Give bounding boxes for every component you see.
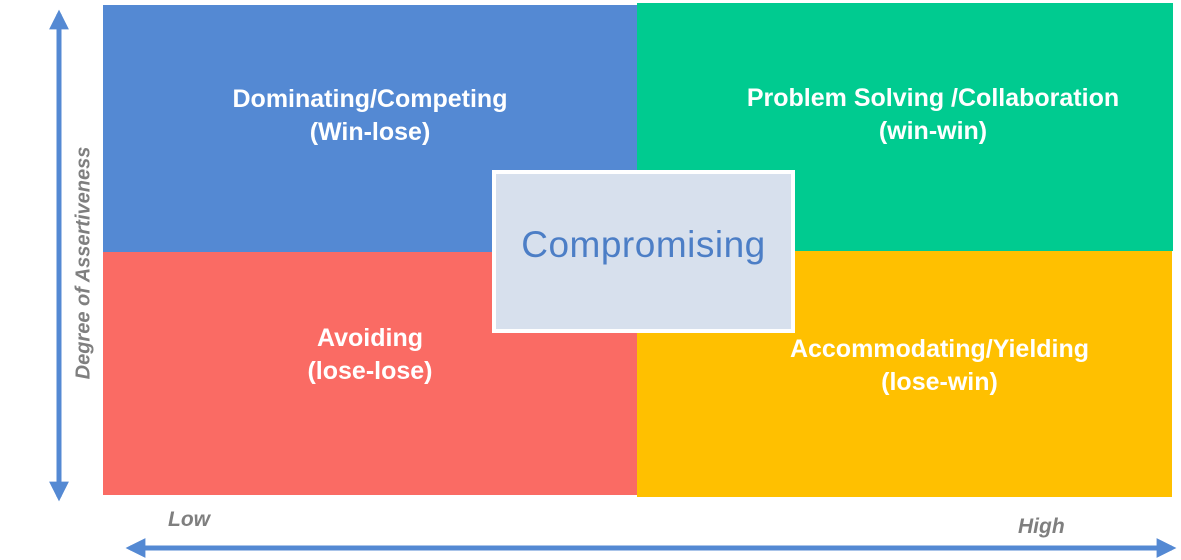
quadrant-title: Accommodating/Yielding (789, 335, 1090, 363)
quadrant-title: Problem Solving /Collaboration (746, 84, 1120, 112)
y-axis-label: Degree of Assertiveness (72, 146, 95, 380)
x-axis-high-label: High (1018, 515, 1065, 538)
quadrant-subtitle: (Win-lose) (309, 118, 431, 146)
quadrant-avoiding: Avoiding (lose-lose) (103, 252, 637, 495)
compromising-label: Compromising (521, 223, 766, 265)
compromising-box: Compromising (492, 170, 795, 333)
quadrant-subtitle: (lose-lose) (307, 357, 433, 385)
quadrant-subtitle: (lose-win) (881, 368, 998, 396)
quadrant-subtitle: (win-win) (878, 117, 988, 145)
quadrant-title: Dominating/Competing (232, 85, 508, 113)
x-axis-low-label: Low (168, 508, 210, 531)
quadrant-title: Avoiding (316, 324, 423, 352)
